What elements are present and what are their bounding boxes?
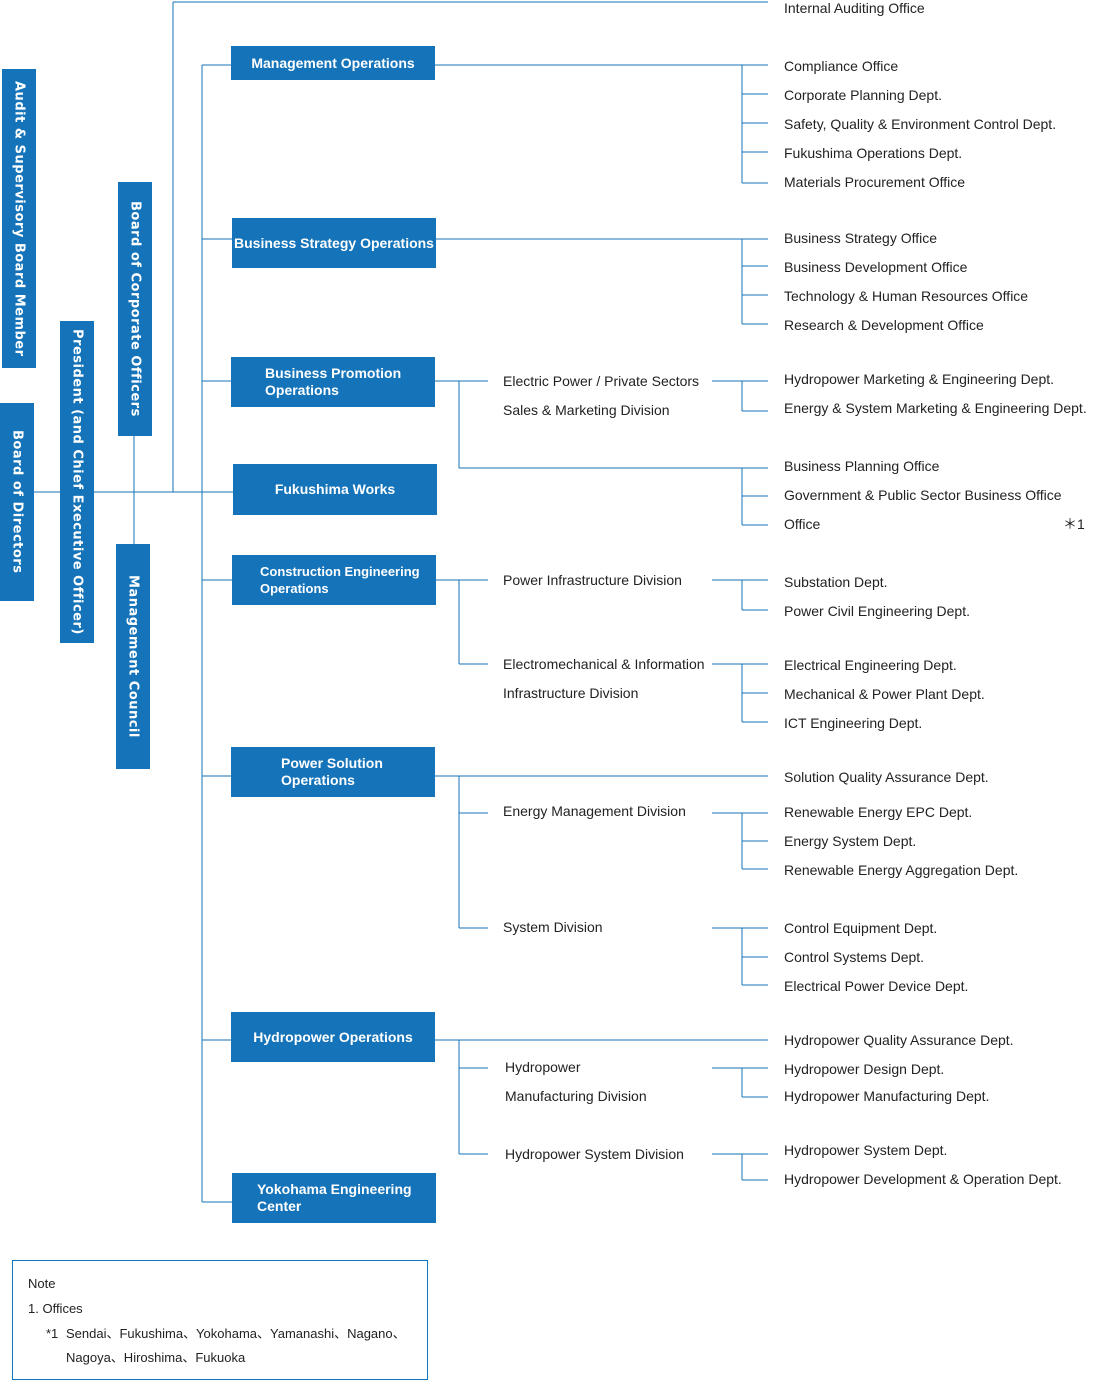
operations-box-fukushima-works: Fukushima Works — [233, 464, 437, 515]
division-label: Electric Power / Private Sectors — [503, 373, 700, 389]
dept-label: Hydropower Design Dept. — [784, 1061, 945, 1077]
note-title: Note — [28, 1276, 56, 1291]
dept-label: Renewable Energy EPC Dept. — [784, 804, 973, 820]
management-council-box: Management Council — [116, 544, 150, 769]
operations-box-business-strategy: Business Strategy Operations — [232, 218, 436, 268]
division-label: System Division — [503, 919, 603, 935]
operations-box-management: Management Operations — [231, 46, 435, 80]
dept-label: Research & Development Office — [784, 317, 984, 333]
board-of-directors-label: Board of Directors — [9, 430, 25, 574]
division-label: Sales & Marketing Division — [503, 402, 670, 418]
operations-box-power-solution: Power Solution Operations — [231, 747, 435, 797]
board-of-corporate-officers-label: Board of Corporate Officers — [127, 201, 143, 417]
dept-label: Business Planning Office — [784, 458, 940, 474]
management-council-label: Management Council — [125, 575, 141, 738]
dept-label: Energy & System Marketing & Engineering … — [784, 400, 1087, 416]
dept-label: Compliance Office — [784, 58, 899, 74]
dept-label: Renewable Energy Aggregation Dept. — [784, 862, 1019, 878]
office-footnote-mark: ＊1 — [1063, 516, 1085, 532]
president-label: President (and Chief Executive Officer) — [69, 329, 85, 635]
dept-label: Technology & Human Resources Office — [784, 288, 1029, 304]
dept-label: Mechanical & Power Plant Dept. — [784, 686, 985, 702]
dept-label: Substation Dept. — [784, 574, 888, 590]
dept-label: Solution Quality Assurance Dept. — [784, 769, 989, 785]
dept-label: ICT Engineering Dept. — [784, 715, 923, 731]
dept-label: Office — [784, 516, 821, 532]
note-line: Sendai、Fukushima、Yokohama、Yamanashi、Naga… — [66, 1326, 406, 1341]
dept-label: Energy System Dept. — [784, 833, 917, 849]
dept-label: Business Development Office — [784, 259, 968, 275]
board-of-corporate-officers-box: Board of Corporate Officers — [118, 182, 152, 436]
dept-label: Government & Public Sector Business Offi… — [784, 487, 1062, 503]
operations-box-business-promotion: Business Promotion Operations — [231, 357, 435, 407]
dept-label: Hydropower Quality Assurance Dept. — [784, 1032, 1014, 1048]
operations-box-yokohama-engineering: Yokohama Engineering Center — [232, 1173, 436, 1223]
dept-label: Electrical Engineering Dept. — [784, 657, 957, 673]
note-line: Nagoya、Hiroshima、Fukuoka — [66, 1350, 246, 1365]
board-of-directors-box: Board of Directors — [0, 403, 34, 601]
operations-box-construction-engineering: Construction Engineering Operations — [232, 555, 436, 605]
dept-label: Control Systems Dept. — [784, 949, 925, 965]
division-label: Infrastructure Division — [503, 685, 639, 701]
dept-label: Materials Procurement Office — [784, 174, 966, 190]
note-box: Note 1. Offices *1 Sendai、Fukushima、Yoko… — [12, 1260, 428, 1380]
operations-box-hydropower: Hydropower Operations — [231, 1012, 435, 1062]
division-label: Hydropower — [505, 1059, 581, 1075]
division-label: Power Infrastructure Division — [503, 572, 682, 588]
dept-label: Hydropower Development & Operation Dept. — [784, 1171, 1062, 1187]
dept-label: Business Strategy Office — [784, 230, 938, 246]
division-label: Energy Management Division — [503, 803, 686, 819]
dept-label: Hydropower Marketing & Engineering Dept. — [784, 371, 1055, 387]
dept-label: Power Civil Engineering Dept. — [784, 603, 970, 619]
dept-label: Fukushima Operations Dept. — [784, 145, 963, 161]
dept-label: Hydropower Manufacturing Dept. — [784, 1088, 990, 1104]
dept-label: Electrical Power Device Dept. — [784, 978, 969, 994]
division-label: Electromechanical & Information — [503, 656, 705, 672]
audit-board-label: Audit & Supervisory Board Member — [11, 80, 27, 357]
internal-auditing-office-label: Internal Auditing Office — [784, 0, 925, 16]
audit-board-box: Audit & Supervisory Board Member — [2, 69, 36, 368]
president-box: President (and Chief Executive Officer) — [60, 321, 94, 643]
dept-label: Corporate Planning Dept. — [784, 87, 942, 103]
division-label: Manufacturing Division — [505, 1088, 647, 1104]
dept-label: Hydropower System Dept. — [784, 1142, 948, 1158]
note-footnote-mark: *1 — [46, 1326, 59, 1341]
dept-label: Safety, Quality & Environment Control De… — [784, 116, 1057, 132]
division-label: Hydropower System Division — [505, 1146, 684, 1162]
dept-label: Control Equipment Dept. — [784, 920, 938, 936]
note-item: 1. Offices — [28, 1301, 83, 1316]
